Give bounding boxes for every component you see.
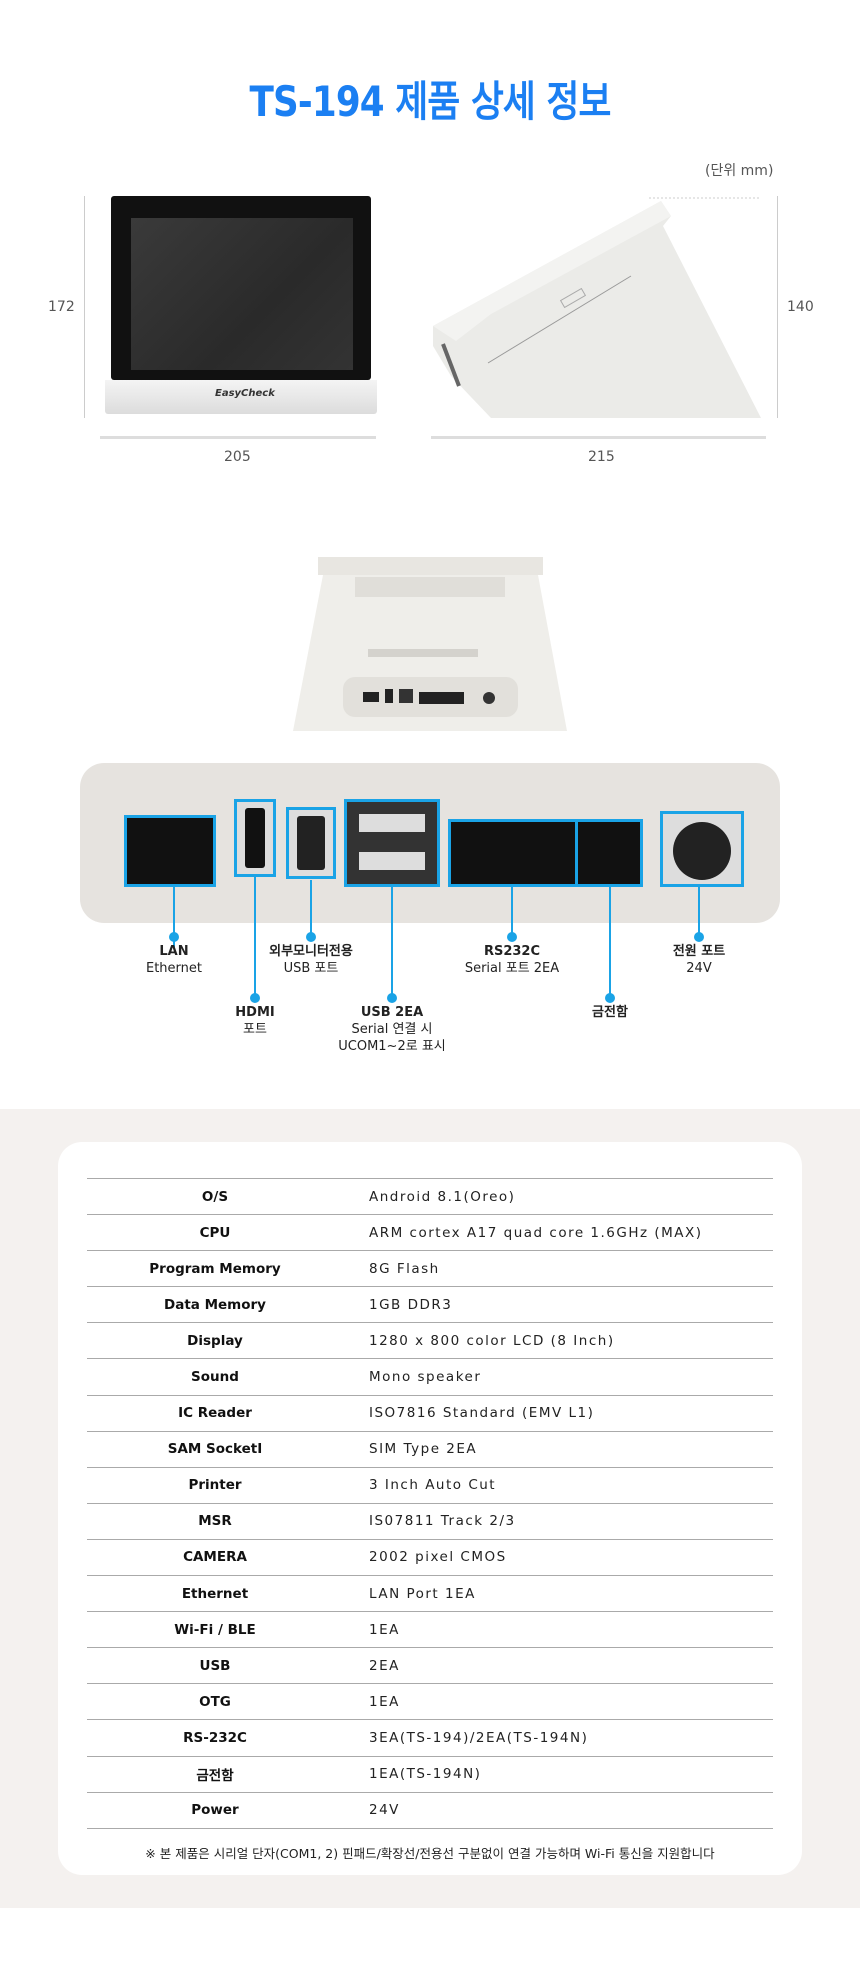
depth-guide-line [431, 436, 766, 439]
spec-value: IS07811 Track 2/3 [369, 1513, 516, 1530]
spec-label: SAM SocketI [167, 1441, 263, 1458]
port-panel [80, 763, 780, 923]
side-height-label: 140 [787, 299, 814, 315]
spec-row: Display 1280 x 800 color LCD (8 Inch) [87, 1323, 773, 1360]
rs232c-ports [448, 819, 578, 887]
spec-value: 1280 x 800 color LCD (8 Inch) [369, 1332, 615, 1349]
spec-value: 1GB DDR3 [369, 1296, 453, 1313]
spec-label: Sound [191, 1369, 239, 1386]
brand-logo: EasyCheck [215, 388, 275, 399]
spec-note: ※ 본 제품은 시리얼 단자(COM1, 2) 핀패드/확장선/전용선 구분없이… [145, 1846, 715, 1861]
front-view-image: EasyCheck [105, 196, 377, 414]
spec-value: 1EA [369, 1621, 400, 1638]
spec-value: 1EA(TS-194N) [369, 1766, 482, 1783]
spec-label: O/S [201, 1188, 229, 1205]
spec-row: Power 24V [87, 1793, 773, 1829]
spec-row: Printer 3 Inch Auto Cut [87, 1468, 773, 1504]
spec-label: Program Memory [149, 1260, 281, 1277]
spec-table: O/S Android 8.1(Oreo) CPU ARM cortex A17 qu… [87, 1178, 773, 1829]
page-title: TS-194 제품 상세 정보 [249, 77, 611, 126]
spec-label: Printer [188, 1477, 242, 1494]
back-view-image [293, 557, 567, 731]
spec-value: 24V [369, 1802, 400, 1819]
spec-row: 금전함 1EA(TS-194N) [87, 1757, 773, 1793]
spec-label: Display [187, 1332, 243, 1349]
spec-value: ISO7816 Standard (EMV L1) [369, 1405, 595, 1422]
usb-2ea-port [344, 799, 440, 887]
spec-label: MSR [198, 1513, 232, 1530]
spec-label: Ethernet [181, 1585, 249, 1602]
spec-value: Mono speaker [369, 1369, 482, 1386]
width-guide-line [100, 436, 376, 439]
unit-label: (단위 mm) [705, 163, 774, 179]
spec-row: Wi-Fi / BLE 1EA [87, 1612, 773, 1649]
front-height-label: 172 [48, 299, 75, 315]
cash-drawer-port [575, 819, 643, 887]
spec-row: SAM SocketI SIM Type 2EA [87, 1432, 773, 1468]
spec-label: 금전함 [196, 1768, 234, 1785]
spec-row: MSR IS07811 Track 2/3 [87, 1504, 773, 1540]
spec-label: Data Memory [164, 1296, 266, 1313]
port-label-cash-drawer: 금전함 [592, 1005, 628, 1020]
spec-row: Ethernet LAN Port 1EA [87, 1576, 773, 1613]
spec-label: Power [191, 1802, 239, 1819]
spec-label: CPU [199, 1224, 231, 1241]
spec-value: 8G Flash [369, 1260, 440, 1277]
spec-row: O/S Android 8.1(Oreo) [87, 1179, 773, 1216]
spec-value: 3EA(TS-194)/2EA(TS-194N) [369, 1729, 589, 1746]
spec-label: USB [199, 1657, 231, 1674]
spec-value: 1EA [369, 1693, 400, 1710]
hdmi-port [234, 799, 276, 877]
spec-value: ARM cortex A17 quad core 1.6GHz (MAX) [369, 1224, 703, 1241]
height-guide-line [777, 196, 778, 418]
front-width-label: 205 [224, 449, 251, 465]
spec-row: Sound Mono speaker [87, 1359, 773, 1396]
spec-row: Data Memory 1GB DDR3 [87, 1287, 773, 1324]
spec-label: CAMERA [183, 1549, 247, 1566]
lan-port [124, 815, 216, 887]
spec-label: IC Reader [178, 1405, 252, 1422]
spec-label: OTG [199, 1693, 231, 1710]
spec-row: CAMERA 2002 pixel CMOS [87, 1540, 773, 1577]
spec-row: OTG 1EA [87, 1684, 773, 1721]
spec-row: Program Memory 8G Flash [87, 1251, 773, 1288]
usb-monitor-port [286, 807, 336, 879]
spec-value: 2002 pixel CMOS [369, 1549, 507, 1566]
spec-value: 2EA [369, 1657, 400, 1674]
spec-label: Wi-Fi / BLE [174, 1621, 256, 1638]
spec-value: SIM Type 2EA [369, 1441, 478, 1458]
side-view-image [431, 196, 766, 418]
spec-row: USB 2EA [87, 1648, 773, 1685]
power-port [660, 811, 744, 887]
spec-value: LAN Port 1EA [369, 1585, 476, 1602]
spec-card [58, 1142, 802, 1875]
spec-row: RS-232C 3EA(TS-194)/2EA(TS-194N) [87, 1720, 773, 1757]
spec-label: RS-232C [183, 1729, 247, 1746]
height-guide-line [84, 196, 85, 418]
spec-value: 3 Inch Auto Cut [369, 1477, 497, 1494]
spec-value: Android 8.1(Oreo) [369, 1188, 516, 1205]
spec-row: CPU ARM cortex A17 quad core 1.6GHz (MAX) [87, 1215, 773, 1252]
spec-row: IC Reader ISO7816 Standard (EMV L1) [87, 1396, 773, 1432]
side-depth-label: 215 [588, 449, 615, 465]
